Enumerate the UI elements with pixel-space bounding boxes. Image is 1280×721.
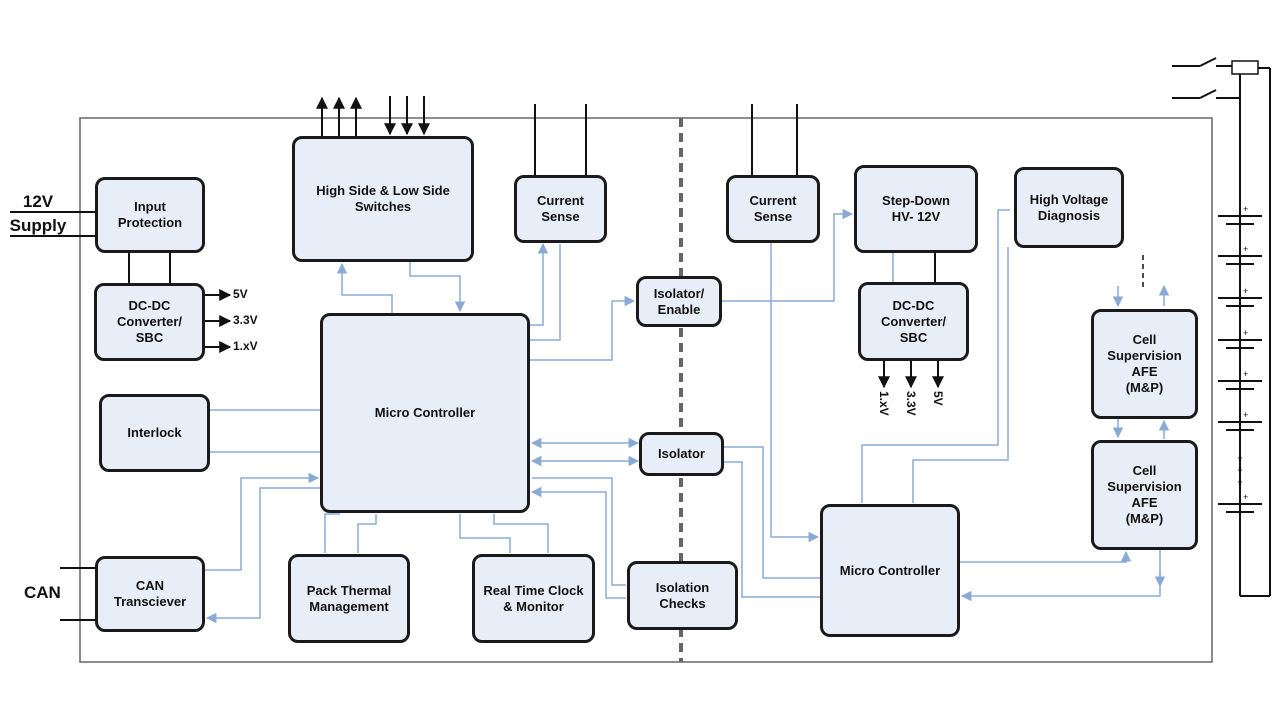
isolator-enable-block: Isolator/ Enable [636, 276, 722, 327]
black-lines [10, 57, 1271, 621]
step-down-converter-block: Step-Down HV- 12V [854, 165, 978, 253]
board-outline [79, 117, 1213, 663]
isolator-block: Isolator [639, 432, 724, 476]
output-right-3v3-label: 3.3V [904, 391, 918, 416]
dcdc-converter-right-block: DC-DC Converter/ SBC [858, 282, 969, 361]
micro-controller-left-block: Micro Controller [320, 313, 530, 513]
signal-lines [205, 208, 1170, 624]
current-sense-left-block: Current Sense [514, 175, 607, 243]
dcdc-converter-left-block: DC-DC Converter/ SBC [94, 283, 205, 361]
output-5v-label: 5V [233, 287, 248, 301]
pack-thermal-management-block: Pack Thermal Management [288, 554, 410, 643]
input-protection-block: Input Protection [95, 177, 205, 253]
cell-supervision-afe-top-block: Cell Supervision AFE (M&P) [1091, 309, 1198, 419]
high-low-side-switches-block: High Side & Low Side Switches [292, 136, 474, 262]
cell-supervision-afe-bottom-block: Cell Supervision AFE (M&P) [1091, 440, 1198, 550]
supply-label: 12V Supply [9, 192, 67, 235]
battery-cells [1218, 215, 1262, 513]
real-time-clock-block: Real Time Clock & Monitor [472, 554, 595, 643]
isolation-checks-block: Isolation Checks [627, 561, 738, 630]
output-3v3-label: 3.3V [233, 313, 258, 327]
output-right-1xv-label: 1.xV [877, 391, 891, 416]
output-right-5v-label: 5V [931, 391, 945, 406]
output-1xv-label: 1.xV [233, 339, 258, 353]
interlock-block: Interlock [99, 394, 210, 472]
fuse-resistor [1231, 60, 1259, 75]
can-label: CAN [24, 583, 61, 602]
micro-controller-right-block: Micro Controller [820, 504, 960, 637]
high-voltage-diagnosis-block: High Voltage Diagnosis [1014, 167, 1124, 248]
can-transceiver-block: CAN Transciever [95, 556, 205, 632]
cell-dots [1238, 456, 1242, 484]
current-sense-right-block: Current Sense [726, 175, 820, 243]
